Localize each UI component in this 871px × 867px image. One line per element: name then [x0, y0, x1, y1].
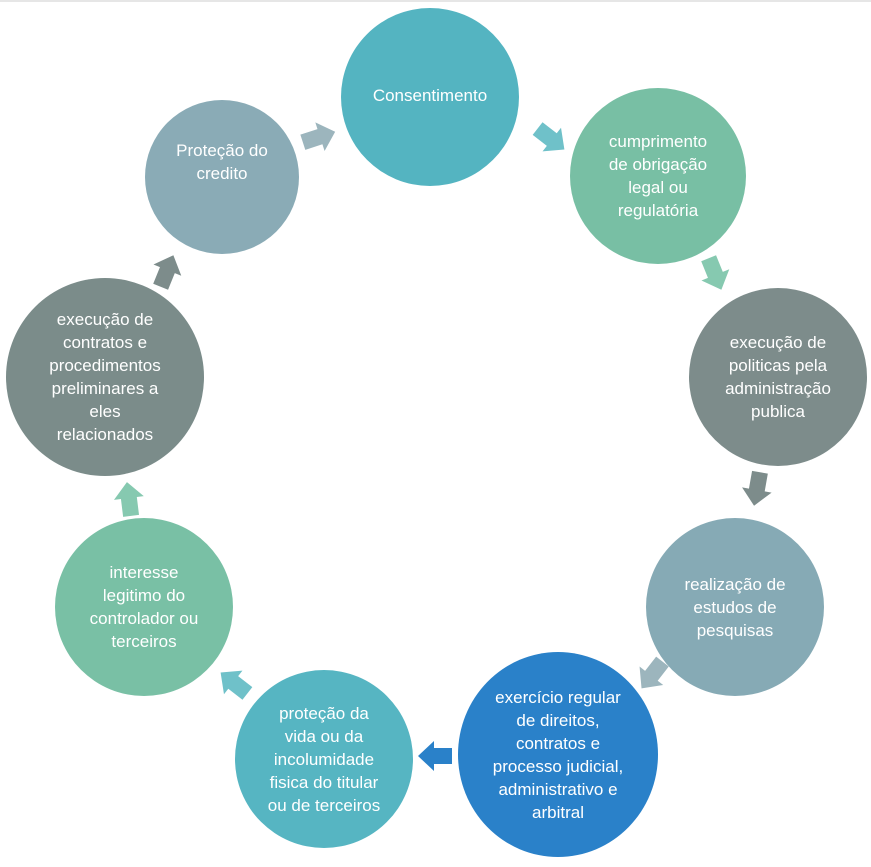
node-politicas-publicas-label: execução de politicas pela administração…	[725, 333, 831, 421]
arrow-credito-to-consentimento	[300, 122, 336, 151]
arrow-estudos-to-exercicio	[639, 656, 669, 689]
arrow-right-icon	[153, 255, 182, 290]
arrow-right-icon	[220, 670, 253, 700]
node-obrigacao-legal-label: cumprimento de obrigação legal ou regula…	[608, 132, 708, 220]
node-interesse-legitimo-label: interesse legitimo do controlador ou ter…	[89, 563, 199, 651]
node-execucao-contratos-label: execução de contratos e procedimentos pr…	[49, 310, 161, 444]
arrow-right-icon	[639, 656, 669, 689]
node-estudos-pesquisas-label: realização de estudos de pesquisas	[684, 574, 786, 640]
arrow-exercicio-to-vida	[418, 741, 452, 771]
arrow-contratos-to-credito	[153, 255, 182, 290]
node-exercicio-direitos-label: exercício regular de direitos, contratos…	[492, 687, 624, 822]
node-consentimento: Consentimento	[341, 8, 519, 186]
arrow-right-icon	[418, 741, 452, 771]
node-consentimento-label: Consentimento	[372, 85, 488, 105]
arrow-interesse-to-contratos	[113, 482, 144, 517]
arrow-vida-to-interesse	[220, 670, 253, 700]
node-obrigacao-legal: cumprimento de obrigação legal ou regula…	[570, 88, 746, 264]
arrow-right-icon	[701, 255, 730, 290]
node-exercicio-direitos: exercício regular de direitos, contratos…	[458, 652, 658, 857]
arrow-right-icon	[113, 482, 144, 517]
arrow-right-icon	[742, 470, 772, 506]
node-execucao-contratos: execução de contratos e procedimentos pr…	[6, 278, 204, 476]
arrow-right-icon	[532, 122, 565, 152]
arrow-politicas-to-estudos	[742, 470, 772, 506]
arrow-consentimento-to-obrigacao	[532, 122, 565, 152]
node-politicas-publicas: execução de politicas pela administração…	[689, 288, 867, 466]
node-protecao-credito: Proteção do credito	[145, 100, 299, 254]
node-protecao-vida: proteção da vida ou da incolumidade fisi…	[235, 670, 413, 848]
node-protecao-vida-label: proteção da vida ou da incolumidade fisi…	[267, 703, 381, 815]
node-estudos-pesquisas: realização de estudos de pesquisas	[646, 518, 824, 696]
arrow-obrigacao-to-politicas	[701, 255, 730, 290]
node-interesse-legitimo: interesse legitimo do controlador ou ter…	[55, 518, 233, 696]
top-border	[0, 0, 871, 2]
arrow-right-icon	[300, 122, 336, 151]
node-protecao-credito-label: Proteção do credito	[176, 141, 268, 183]
